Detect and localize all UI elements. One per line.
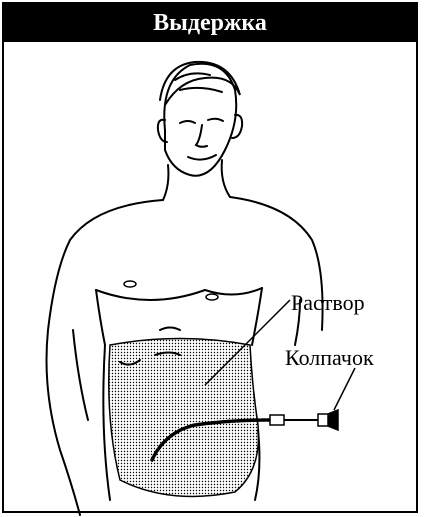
solution-label: Раствор (291, 290, 365, 316)
head (158, 62, 242, 176)
cap-label: Колпачок (285, 345, 374, 371)
dialysate-abdomen-shading (109, 339, 259, 497)
